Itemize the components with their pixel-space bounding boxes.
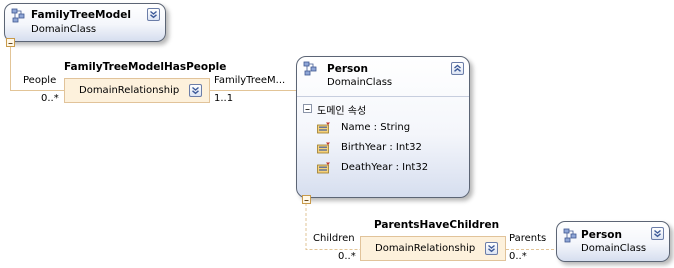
property-label: Name : String <box>341 122 411 133</box>
domain-property-icon <box>317 142 330 154</box>
connector-people <box>10 47 64 91</box>
chevron-double-down-icon <box>488 244 495 253</box>
target-multiplicity: 0..* <box>509 251 527 262</box>
compartment-collapse-toggle[interactable] <box>303 104 312 113</box>
target-role-label: FamilyTreeM... <box>214 75 286 86</box>
relationship-shape-parents-have-children[interactable]: DomainRelationship <box>360 236 506 261</box>
domain-class-icon <box>303 61 317 76</box>
class-title: Person <box>327 63 368 75</box>
collapse-connector-toggle[interactable] <box>302 195 311 204</box>
chevron-double-down-icon <box>150 10 157 19</box>
compartment-title: 도메인 속성 <box>317 106 367 117</box>
property-label: BirthYear : Int32 <box>341 142 422 153</box>
source-role-label: Children <box>313 233 355 244</box>
relationship-kind: DomainRelationship <box>375 243 476 254</box>
source-multiplicity: 0..* <box>41 93 59 104</box>
relationship-name: ParentsHaveChildren <box>374 219 500 231</box>
expand-toggle-button[interactable] <box>147 8 160 21</box>
domain-class-icon <box>563 228 577 243</box>
target-multiplicity: 1..1 <box>214 93 234 104</box>
class-shape-person-parent[interactable]: Person DomainClass <box>556 221 670 262</box>
expand-toggle-button[interactable] <box>189 84 202 97</box>
domain-property-icon <box>317 122 330 134</box>
expand-toggle-button[interactable] <box>651 227 664 240</box>
source-multiplicity: 0..* <box>338 251 356 262</box>
relationship-name: FamilyTreeModelHasPeople <box>64 61 227 73</box>
source-role-label: People <box>23 75 57 86</box>
chevron-double-up-icon <box>454 64 461 72</box>
chevron-double-down-icon <box>192 86 199 95</box>
target-role-label: Parents <box>509 233 547 244</box>
class-shape-person[interactable]: Person DomainClass 도메인 속성 Name : String … <box>296 56 470 198</box>
class-subtitle: DomainClass <box>31 24 97 35</box>
class-shape-family-tree-model[interactable]: FamilyTreeModel DomainClass <box>4 3 166 42</box>
minus-icon <box>304 200 309 201</box>
relationship-shape-has-people[interactable]: DomainRelationship <box>64 78 210 103</box>
class-subtitle: DomainClass <box>327 77 393 88</box>
minus-icon <box>8 43 13 44</box>
property-item[interactable]: DeathYear : Int32 <box>317 161 457 177</box>
class-title: FamilyTreeModel <box>31 9 131 21</box>
domain-class-icon <box>11 8 25 23</box>
property-item[interactable]: Name : String <box>317 121 457 137</box>
class-title: Person <box>581 229 622 241</box>
collapse-toggle-button[interactable] <box>451 62 464 75</box>
property-item[interactable]: BirthYear : Int32 <box>317 141 457 157</box>
chevron-double-down-icon <box>654 229 661 238</box>
compartment-divider <box>297 96 469 97</box>
collapse-connector-toggle[interactable] <box>6 38 15 47</box>
class-subtitle: DomainClass <box>581 243 647 254</box>
domain-property-icon <box>317 162 330 174</box>
connector-children <box>305 203 360 250</box>
minus-icon <box>305 109 310 110</box>
property-label: DeathYear : Int32 <box>341 162 429 173</box>
expand-toggle-button[interactable] <box>485 242 498 255</box>
relationship-kind: DomainRelationship <box>79 85 180 96</box>
